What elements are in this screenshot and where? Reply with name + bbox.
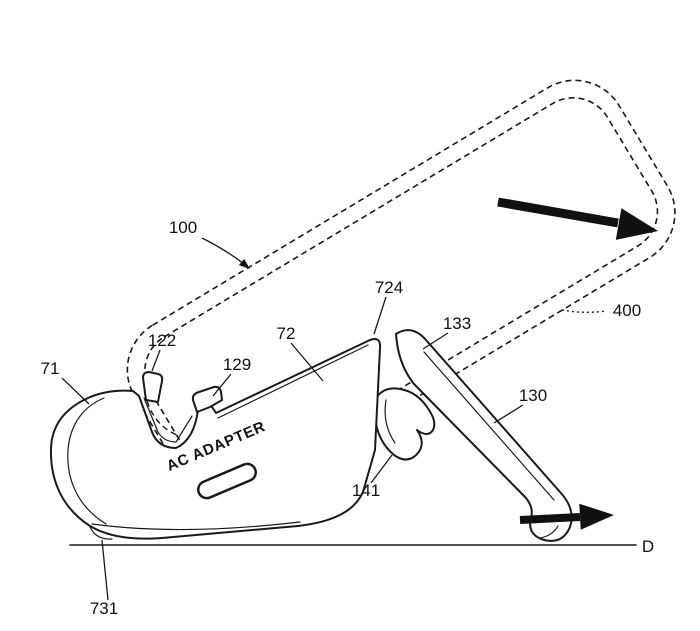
adapter-body	[49, 338, 382, 540]
body-face-top-edge-line	[217, 344, 369, 419]
usb-c-port-group	[196, 462, 258, 500]
label-130: 130	[519, 386, 547, 405]
arrow-stand-direction	[519, 503, 614, 530]
leader-141	[370, 454, 393, 484]
leader-100-arrowhead	[238, 258, 250, 269]
arrow-shaft	[497, 197, 619, 228]
stand-foot-detail	[539, 525, 559, 539]
body-left-cap-contour	[67, 397, 107, 525]
label-133: 133	[443, 314, 471, 333]
dashed-device-outer-outline	[126, 79, 676, 504]
leader-400	[561, 309, 607, 313]
stand-contour-line	[423, 351, 555, 501]
label-724: 724	[375, 278, 403, 297]
leader-731	[101, 539, 109, 601]
leader-72	[290, 342, 324, 382]
label-141: 141	[352, 481, 380, 500]
foot-bump-731	[89, 526, 113, 540]
arrow-shaft	[519, 513, 581, 524]
body-bottom-contour	[91, 521, 301, 531]
label-731: 731	[90, 599, 118, 618]
leader-71	[61, 377, 90, 405]
leader-100	[201, 237, 245, 265]
leader-129	[212, 373, 232, 397]
hinge-detail-line	[384, 399, 396, 444]
leader-724	[373, 296, 387, 335]
label-ground-D: D	[642, 537, 654, 556]
stand-leg	[395, 329, 573, 542]
leader-133	[422, 332, 449, 350]
arrow-head	[579, 503, 614, 530]
hinge-latch	[373, 387, 436, 461]
arrow-insert-direction	[497, 197, 658, 240]
connector-tab-122	[142, 371, 164, 403]
leader-130	[493, 404, 524, 424]
label-400: 400	[613, 301, 641, 320]
arrow-head	[615, 208, 658, 240]
label-71: 71	[41, 359, 60, 378]
leader-122	[151, 349, 161, 372]
label-72: 72	[277, 324, 296, 343]
dashed-edge-in-slot	[146, 400, 181, 437]
slot-inner-line	[143, 397, 193, 443]
label-122: 122	[148, 331, 176, 350]
label-100: 100	[169, 218, 197, 237]
label-129: 129	[223, 355, 251, 374]
usb-c-port	[196, 462, 258, 500]
